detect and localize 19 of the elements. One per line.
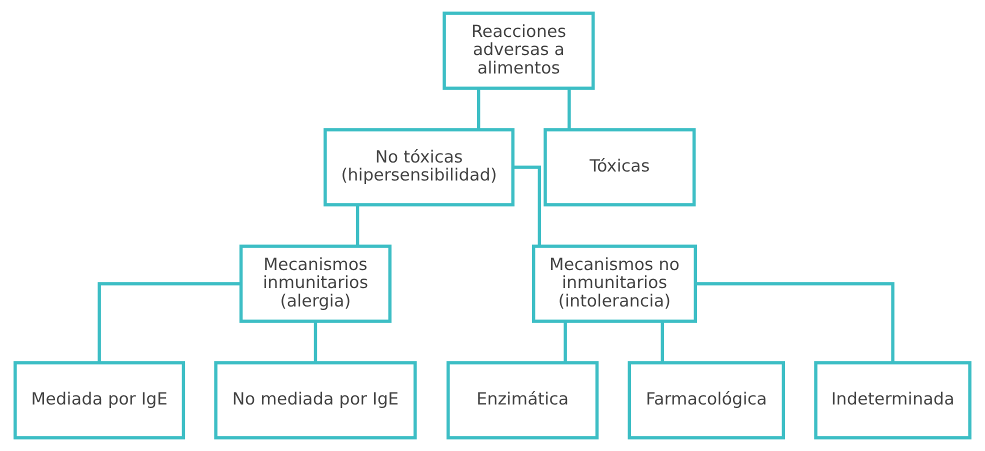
node-box: Enzimática: [446, 361, 599, 440]
connector: [314, 322, 318, 362]
node-box: No tóxicas (hipersensibilidad): [324, 128, 514, 206]
connector: [476, 88, 480, 130]
connector: [513, 166, 542, 246]
node-box: Farmacológica: [628, 361, 786, 440]
node-box: Mediada por IgE: [14, 361, 186, 440]
node-box: Reacciones adversas a alimentos: [442, 12, 595, 90]
node-box: Indeterminada: [814, 361, 972, 440]
node-box: Mecanismos no inmunitarios (intolerancia): [532, 244, 698, 323]
node-box: No mediada por IgE: [214, 361, 417, 440]
connector: [696, 282, 894, 362]
node-box: Mecanismos inmunitarios (alergia): [239, 244, 392, 323]
connector: [660, 322, 664, 362]
node-box: Tóxicas: [544, 128, 696, 206]
connector: [98, 282, 240, 362]
connector: [564, 322, 567, 362]
connector: [568, 88, 571, 130]
connector: [356, 205, 360, 246]
